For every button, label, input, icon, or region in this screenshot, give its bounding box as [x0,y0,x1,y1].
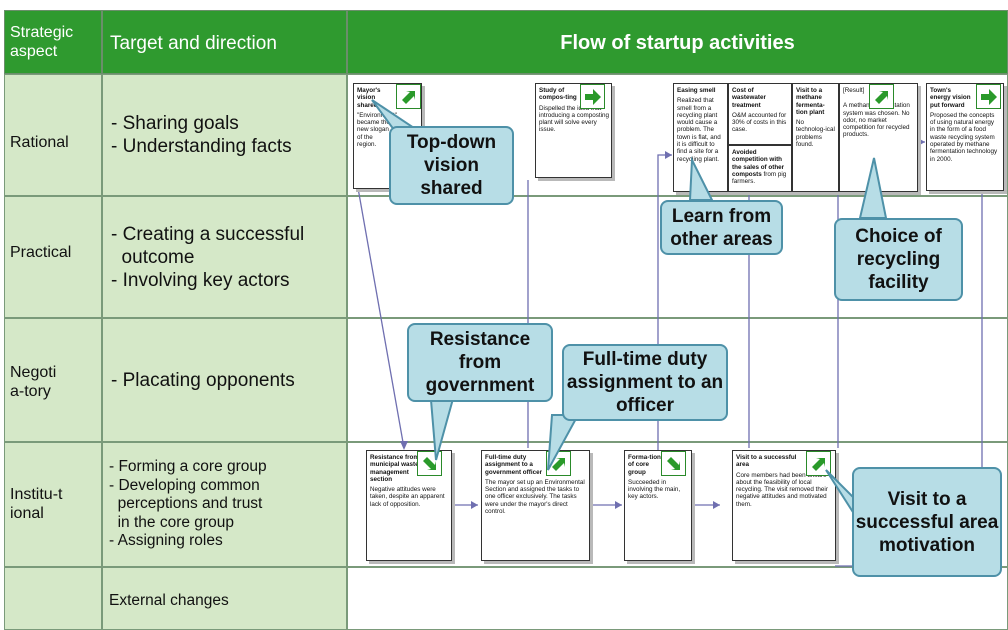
target-line: - Involving key actors [111,269,290,291]
green-diagonal-arrow-icon [396,84,421,109]
header-flow: Flow of startup activities [347,10,1008,74]
target-line: perceptions and trust [109,495,263,513]
card-title: Visit to a successful area [736,454,797,469]
card-body: No technolog-ical problems found. [796,119,835,149]
arrowhead [713,501,720,509]
aspect-rational: Rational [4,74,102,196]
aspect-institutional: Institu-tional [4,442,102,567]
header-target-direction: Target and direction [102,10,347,74]
arrowhead [918,138,925,146]
callout-topdown: Top-down vision shared [389,126,514,205]
card-body: Core members had been unsure about the f… [736,471,828,508]
card-body: from pig farmers. [732,170,787,186]
callout-choice: Choice of recycling facility [834,218,963,301]
callout-tail-learn [688,156,714,201]
target-line: - Placating opponents [111,369,295,391]
card-body: "Environment" became the new slogan of t… [357,111,397,149]
card-body: Negative attitudes were taken, despite a… [370,486,445,508]
aspect-practical: Practical [4,196,102,318]
callout-fulltime: Full-time duty assignment to an officer [562,344,728,421]
card-title: Mayor's vision shared [357,87,381,109]
target-rational: - Sharing goals - Understanding facts [102,74,347,196]
target-line: in the core group [109,513,234,531]
target-line: - Creating a successful [111,223,305,245]
card-title: Visit to a methane fermenta-tion plant [796,87,825,116]
callout-resistance: Resistance from government [407,323,553,402]
card-wastewater: Cost of wastewater treatment O&M account… [728,83,792,145]
card-body: Proposed the concepts of using natural e… [930,111,998,163]
callout-visit: Visit to a successful area motivation [852,467,1002,577]
card-title: Avoided competition with the sales of ot… [732,149,785,178]
callout-tail-fulltime [547,414,580,471]
target-institutional: - Forming a core group - Developing comm… [102,442,347,567]
target-practical: - Creating a successful outcome - Involv… [102,196,347,318]
arrowhead [400,441,408,450]
card-title: Full-time duty assignment to a governmen… [485,454,543,476]
green-diagonal-arrow-icon [869,84,894,109]
green-diagonal-arrow-icon [661,451,686,476]
card-title: Study of compos-ting [539,87,577,102]
arrowhead [471,501,478,509]
card-fulltime-duty: Full-time duty assignment to a governmen… [481,450,590,561]
target-line: - Sharing goals [111,113,239,134]
card-resistance: Resistance from municipal waste manageme… [366,450,452,561]
arrowhead [665,151,672,159]
target-line: - Developing common [109,476,260,494]
connector-mayor-resistance [357,187,405,449]
target-line: - Assigning roles [109,532,223,550]
card-title: Forma-tion of core group [628,454,661,476]
card-easing-smell: Easing smell Realized that smell from a … [673,83,728,192]
aspect-negotiatory: Negotia-tory [4,318,102,442]
card-title: Town's energy vision put forward [930,87,971,109]
card-body: Realized that smell from a recycling pla… [677,97,721,163]
green-right-arrow-icon [580,84,605,109]
green-diagonal-arrow-icon [417,451,442,476]
target-line: - Understanding facts [111,136,292,157]
card-title: [Result] [843,87,865,94]
callout-tail-choice [858,157,888,219]
arrowhead [615,501,622,509]
target-external: External changes [102,567,347,630]
target-line: outcome [111,246,195,268]
green-right-arrow-icon [976,84,1001,109]
card-title: Resistance from municipal waste manageme… [370,454,419,483]
target-line: - Forming a core group [109,458,267,476]
card-body: Succeeded in involving the main, key act… [628,478,681,501]
flow-cell-external [347,567,1008,630]
card-body: Dispelled the idea that introducing a co… [539,104,610,134]
card-body: The mayor set up an Environmental Sectio… [485,478,585,516]
header-strategic-aspect: Strategic aspect [4,10,102,74]
target-negotiatory: - Placating opponents [102,318,347,442]
card-methane-visit: Visit to a methane fermenta-tion plant N… [792,83,839,192]
callout-learn: Learn from other areas [660,200,783,255]
card-title: Cost of wastewater treatment [732,87,766,109]
card-avoided-competition: Avoided competition with the sales of ot… [728,145,792,192]
aspect-external [4,567,102,630]
card-body: O&M accounted for 30% of costs in this c… [732,111,787,134]
card-title: Easing smell [677,87,716,94]
